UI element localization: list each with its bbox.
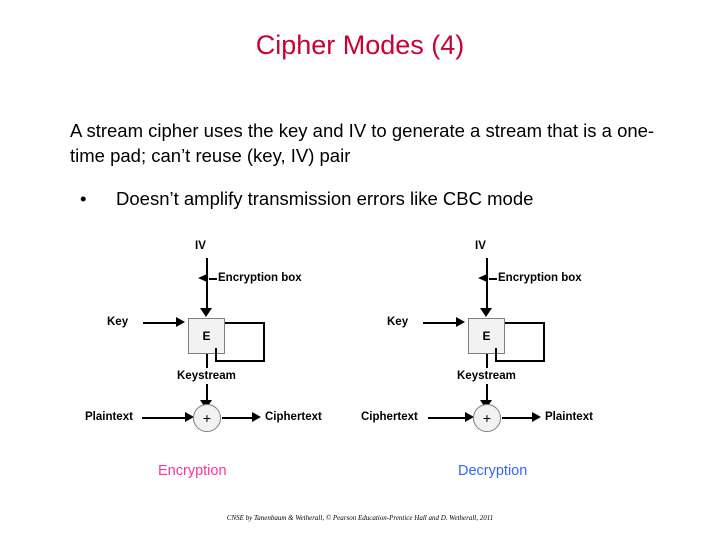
iv-arrow-line-decryption (486, 258, 488, 310)
feedback-top-line-encryption (225, 322, 265, 324)
ciphertext-arrow-line-decryption (428, 417, 466, 419)
encryption-box-label-encryption: Encryption box (218, 272, 302, 284)
cipher-mode-diagram: IV Encryption box Key E Keystream (85, 236, 645, 446)
bullet-item: • Doesn’t amplify transmission errors lik… (70, 186, 690, 211)
encryption-box-pointer-line (209, 278, 217, 280)
e-box-encryption: E (188, 318, 225, 354)
ciphertext-arrow-head-encryption (252, 412, 261, 422)
encryption-diagram: IV Encryption box Key E Keystream (85, 236, 365, 446)
ciphertext-label-decryption: Ciphertext (361, 411, 418, 423)
feedback-bottom-line-encryption (215, 360, 265, 362)
bullet-marker: • (80, 188, 87, 209)
iv-label-encryption: IV (195, 240, 206, 252)
iv-arrow-line-encryption (206, 258, 208, 310)
feedback-bottom-line-decryption (495, 360, 545, 362)
iv-arrow-head-encryption (200, 308, 212, 317)
keystream-label-decryption: Keystream (457, 370, 516, 382)
xor-circle-decryption: + (473, 404, 501, 432)
keystream-arrow-line-decryption (486, 384, 488, 402)
page-title: Cipher Modes (4) (255, 30, 465, 60)
feedback-right-line-encryption (263, 322, 265, 362)
iv-label-decryption: IV (475, 240, 486, 252)
plaintext-arrow-line-encryption (142, 417, 186, 419)
encryption-caption: Encryption (158, 463, 227, 479)
decryption-caption: Decryption (458, 463, 528, 479)
plaintext-arrow-head-decryption (532, 412, 541, 422)
keystream-arrow-upper-decryption (486, 354, 488, 368)
feedback-left-line-decryption (495, 348, 497, 361)
slide-footer: CNSE by Tanenbaum & Wetherall, © Pearson… (226, 514, 494, 522)
feedback-right-line-decryption (543, 322, 545, 362)
key-label-encryption: Key (107, 316, 129, 328)
key-label-decryption: Key (387, 316, 409, 328)
plaintext-label-encryption: Plaintext (85, 411, 133, 423)
encryption-box-pointer-arrowhead-decryption (478, 274, 487, 282)
key-arrow-head-encryption (176, 317, 185, 327)
key-arrow-line-decryption (423, 322, 457, 324)
plaintext-arrow-head-encryption (185, 412, 194, 422)
key-arrow-line-encryption (143, 322, 177, 324)
encryption-box-pointer-arrowhead (198, 274, 207, 282)
e-box-decryption: E (468, 318, 505, 354)
encryption-box-pointer-line-decryption (489, 278, 497, 280)
plaintext-label-decryption: Plaintext (545, 411, 593, 423)
ciphertext-arrow-line-encryption (222, 417, 254, 419)
encryption-box-label-decryption: Encryption box (498, 272, 582, 284)
keystream-arrow-upper-encryption (206, 354, 208, 368)
ciphertext-arrow-head-decryption (465, 412, 474, 422)
feedback-top-line-decryption (505, 322, 545, 324)
key-arrow-head-decryption (456, 317, 465, 327)
keystream-arrow-line-encryption (206, 384, 208, 402)
feedback-left-line-encryption (215, 348, 217, 361)
decryption-diagram: IV Encryption box Key E Keystream Cipher… (361, 236, 645, 446)
ciphertext-label-encryption: Ciphertext (265, 411, 322, 423)
xor-circle-encryption: + (193, 404, 221, 432)
bullet-label: Doesn’t amplify transmission errors like… (116, 188, 534, 209)
keystream-label-encryption: Keystream (177, 370, 236, 382)
body-paragraph: A stream cipher uses the key and IV to g… (70, 120, 655, 166)
iv-arrow-head-decryption (480, 308, 492, 317)
plaintext-arrow-line-decryption (502, 417, 534, 419)
